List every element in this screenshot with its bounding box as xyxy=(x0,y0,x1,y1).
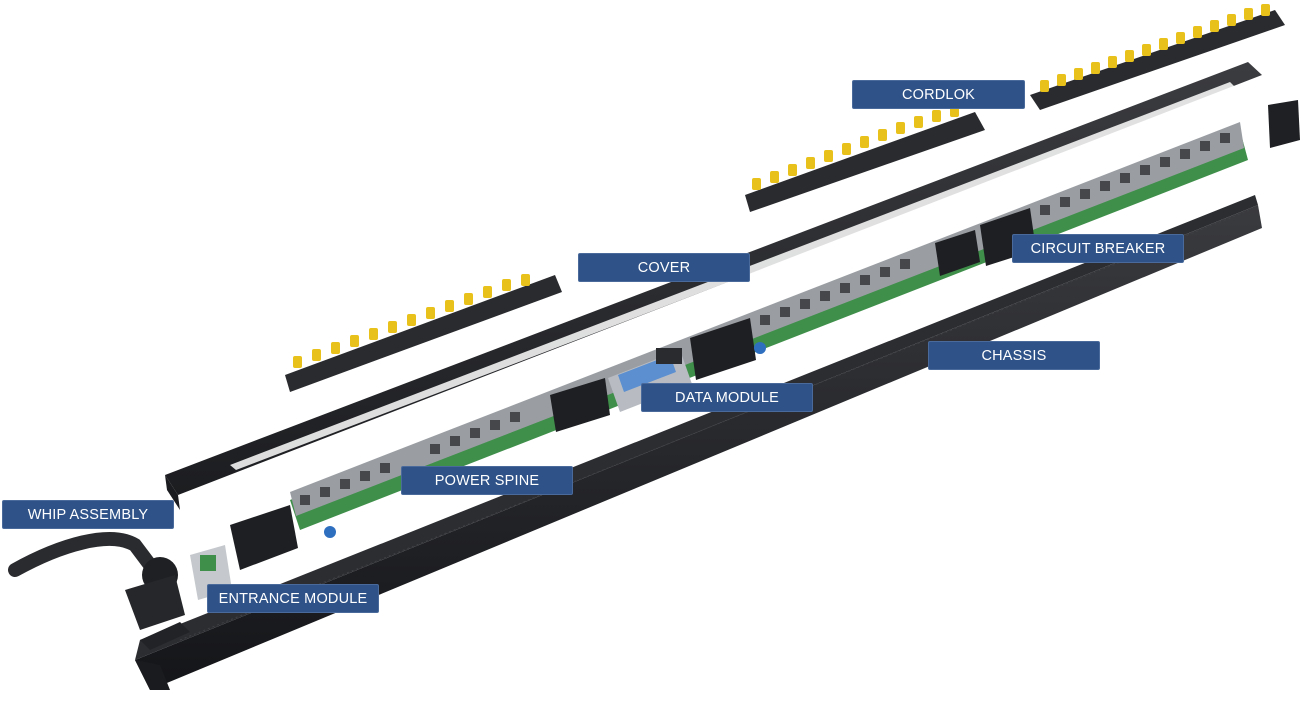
label-circuit-breaker: CIRCUIT BREAKER xyxy=(1012,234,1184,263)
label-whip-assembly: WHIP ASSEMBLY xyxy=(2,500,174,529)
label-cordlok: CORDLOK xyxy=(852,80,1025,109)
chassis-part xyxy=(135,195,1262,690)
end-cap-part xyxy=(1268,100,1300,148)
label-cover: COVER xyxy=(578,253,750,282)
label-power-spine: POWER SPINE xyxy=(401,466,573,495)
circuit-breaker-parts xyxy=(230,208,1036,570)
data-module-part xyxy=(608,348,692,412)
cordlok-strip-lower xyxy=(285,274,562,392)
whip-assembly-part xyxy=(8,532,185,630)
cordlok-strip-top xyxy=(1030,4,1285,110)
cordlok-strip-middle xyxy=(745,105,985,212)
label-data-module: DATA MODULE xyxy=(641,383,813,412)
label-entrance-module: ENTRANCE MODULE xyxy=(207,584,379,613)
label-chassis: CHASSIS xyxy=(928,341,1100,370)
